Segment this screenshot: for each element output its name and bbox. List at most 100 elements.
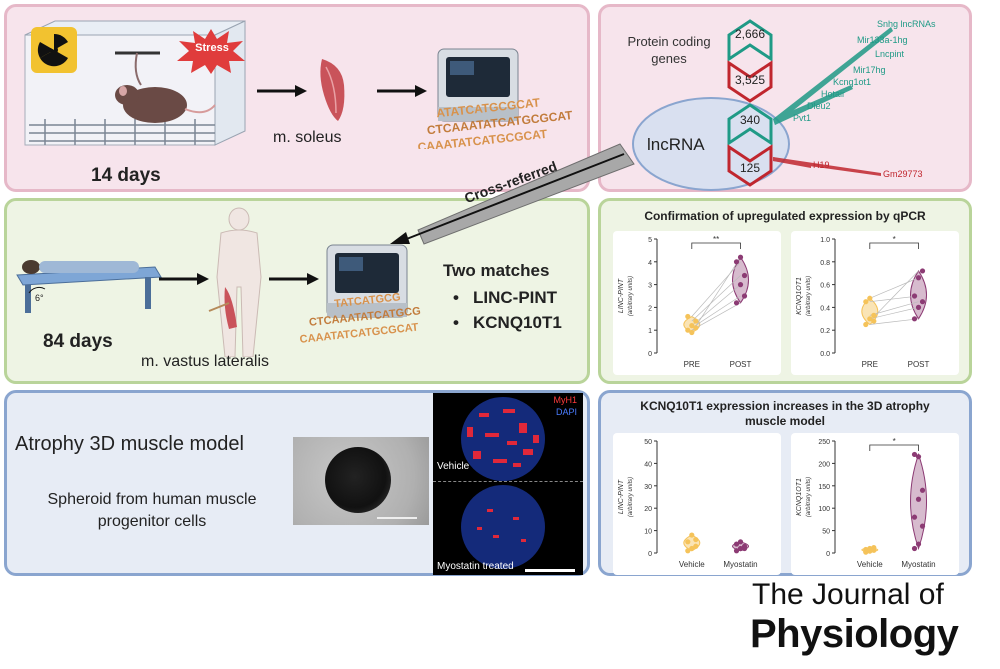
data-point <box>741 293 748 299</box>
qpcr-panel: Confirmation of upregulated expression b… <box>598 198 972 384</box>
arrow-right-icon <box>269 273 319 285</box>
paired-line <box>869 307 919 320</box>
data-point <box>737 539 744 545</box>
y-axis-label: LINC-PINT <box>618 278 625 313</box>
data-point <box>737 282 744 288</box>
gene-label: Mir133a-1hg <box>857 35 908 45</box>
match-item: KCNQ10T1 <box>453 310 562 335</box>
up-gene-list: Snhg lncRNAs Mir133a-1hg Lncpint Mir17hg… <box>601 7 975 195</box>
y-tick-label: 2 <box>648 305 652 312</box>
data-point <box>911 545 918 552</box>
fluorescence-image: MyH1 DAPI Vehicle Myostatin treated <box>433 393 583 575</box>
data-point <box>693 536 699 543</box>
paired-line <box>869 277 919 299</box>
significance-bracket <box>869 242 919 249</box>
x-tick-label: Myostatin <box>901 560 935 569</box>
paired-line <box>691 257 741 333</box>
gene-label: Mir17hg <box>853 65 886 75</box>
y-tick-label: 50 <box>822 529 830 536</box>
data-point <box>741 545 748 552</box>
significance-bracket <box>869 444 919 451</box>
data-point <box>871 312 877 318</box>
data-point <box>693 325 699 331</box>
y-tick-label: 3 <box>648 283 652 290</box>
paired-line <box>691 295 741 329</box>
data-point <box>689 532 695 538</box>
y-tick-label: 200 <box>818 461 830 468</box>
data-point <box>685 313 691 320</box>
lnc-up-chevron-icon <box>727 103 773 146</box>
y-tick-label: 250 <box>818 439 830 446</box>
y-tick-label: 100 <box>818 506 830 513</box>
data-point <box>733 300 740 306</box>
y-tick-label: 1 <box>648 328 652 335</box>
data-point <box>733 541 740 547</box>
bed-rest-illustration <box>16 260 162 313</box>
journal-logo-line2: Physiology <box>750 612 959 656</box>
arrow-right-icon <box>257 85 307 97</box>
data-point <box>685 539 691 545</box>
significance-label: * <box>893 437 896 446</box>
model-subtitle: Spheroid from human muscle progenitor ce… <box>47 491 257 530</box>
data-point <box>685 327 691 333</box>
sequencer-machine-illustration <box>326 244 408 318</box>
top-muscle: m. soleus <box>273 129 342 146</box>
spheroid-body <box>325 447 391 513</box>
journal-logo-line1: The Journal of <box>752 578 944 611</box>
y-tick-label: 4 <box>648 260 652 267</box>
cross-referred-arrow <box>390 143 635 245</box>
soleus-muscle-illustration <box>320 59 345 121</box>
chart-background <box>791 433 959 575</box>
data-point <box>737 254 744 260</box>
violin-shape <box>910 270 928 320</box>
x-tick-label: Vehicle <box>679 560 705 569</box>
gene-label: Snhg lncRNAs <box>877 19 936 29</box>
data-point <box>915 496 922 502</box>
scale-bar <box>525 569 575 572</box>
x-tick-label: Myostatin <box>723 560 757 569</box>
x-tick-label: PRE <box>684 360 700 369</box>
data-point <box>911 451 918 458</box>
data-point <box>915 275 922 281</box>
y-tick-label: 0.2 <box>820 328 830 335</box>
treated-label: Myostatin treated <box>437 561 514 572</box>
paired-line <box>869 318 919 325</box>
data-point <box>863 321 869 328</box>
y-tick-label: 10 <box>644 529 652 536</box>
middle-muscle: m. vastus lateralis <box>141 353 270 370</box>
data-point <box>741 272 748 279</box>
stain-legend-myh1: MyH1 <box>553 395 577 405</box>
x-tick-label: PRE <box>862 360 878 369</box>
scale-bar <box>377 517 417 519</box>
data-point <box>919 299 926 305</box>
data-point <box>737 545 744 552</box>
protein-coding-label: Protein coding genes <box>627 34 711 66</box>
data-point <box>919 523 926 529</box>
data-point <box>733 548 740 554</box>
significance-label: ** <box>713 235 719 244</box>
y-tick-label: 0 <box>826 551 830 558</box>
bed-angle: 6° <box>35 293 44 303</box>
y-tick-label: 5 <box>648 237 652 244</box>
match-item: LINC-PINT <box>453 285 562 310</box>
significance-label: * <box>893 235 896 244</box>
paired-line <box>869 295 919 303</box>
model-title: Atrophy 3D muscle model <box>15 433 244 455</box>
y-axis-unit: (arbitrary units) <box>628 276 634 316</box>
lnc-down-count: 125 <box>739 161 761 175</box>
paired-line <box>691 261 741 317</box>
data-point <box>863 549 869 555</box>
gene-fan-lines <box>773 27 893 176</box>
y-tick-label: 150 <box>818 484 830 491</box>
data-point <box>693 318 699 324</box>
gene-label: H19 <box>813 160 830 170</box>
data-point <box>911 293 918 299</box>
radiation-icon <box>31 27 77 73</box>
down-count: 3,525 <box>734 73 766 87</box>
gene-label: Dleu2 <box>807 101 831 111</box>
paired-line <box>691 284 741 326</box>
data-point <box>867 545 873 552</box>
middle-duration: 84 days <box>43 331 113 352</box>
top-right-panel: Protein coding genes 2,666 3,525 lncRNA … <box>598 4 972 192</box>
